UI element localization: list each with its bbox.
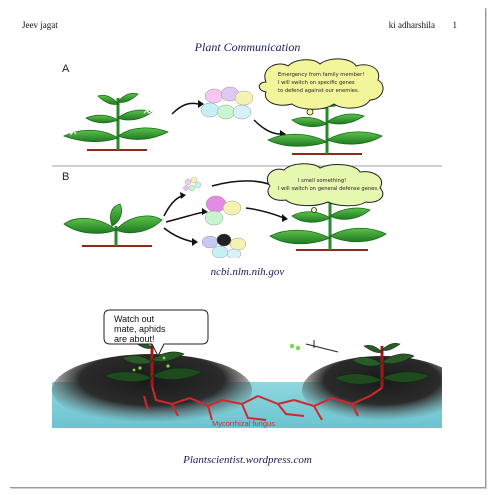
volatile-molecules-b-lower xyxy=(201,233,247,258)
speech-line3: are about! xyxy=(114,334,155,344)
source-caption-top: ncbi.nlm.nih.gov xyxy=(210,266,285,278)
right-plant-bottom xyxy=(333,342,431,388)
small-volatile-cluster-b xyxy=(183,176,202,192)
thought-b-line1: I smell something! xyxy=(298,178,346,184)
panel-a-letter: A xyxy=(62,63,70,75)
plant-communication-diagram: A xyxy=(52,58,442,258)
mycorrhizal-network-diagram: Watch out mate, aphids are about! Mycorr… xyxy=(52,309,442,428)
mycorrhizal-network xyxy=(143,385,383,421)
signal-dots xyxy=(289,343,301,351)
speech-line1: Watch out xyxy=(114,314,155,324)
volatile-molecules-a xyxy=(200,86,254,120)
speech-bubble: Watch out mate, aphids are about! xyxy=(103,309,209,358)
header-left-text: Jeev jagat xyxy=(22,20,58,30)
page-number: 1 xyxy=(452,20,458,30)
source-caption-bottom: Plantscientist.wordpress.com xyxy=(183,454,312,466)
thought-a-line2: I will switch on specific genes xyxy=(278,80,355,86)
damaged-plant-a xyxy=(62,92,170,151)
panel-b-letter: B xyxy=(62,171,69,183)
page-title: Plant Communication xyxy=(194,40,301,54)
thought-b-line2: I will switch on general defense genes. xyxy=(278,186,379,192)
damaged-plant-b xyxy=(63,203,163,247)
thought-cloud-a: Emergency from family member! I will swi… xyxy=(258,58,384,116)
speech-line2: mate, aphids xyxy=(114,324,166,334)
thought-a-line3: to defend against our enemies. xyxy=(278,88,360,94)
thought-a-line1: Emergency from family member! xyxy=(278,72,364,78)
thought-cloud-b: I smell something! I will switch on gene… xyxy=(266,163,384,213)
header-right-text: ki adharshila xyxy=(388,20,435,30)
mycorrhizal-fungus-label: Mycorrhizal fungus xyxy=(212,419,275,428)
volatile-molecules-b-upper xyxy=(204,195,242,226)
